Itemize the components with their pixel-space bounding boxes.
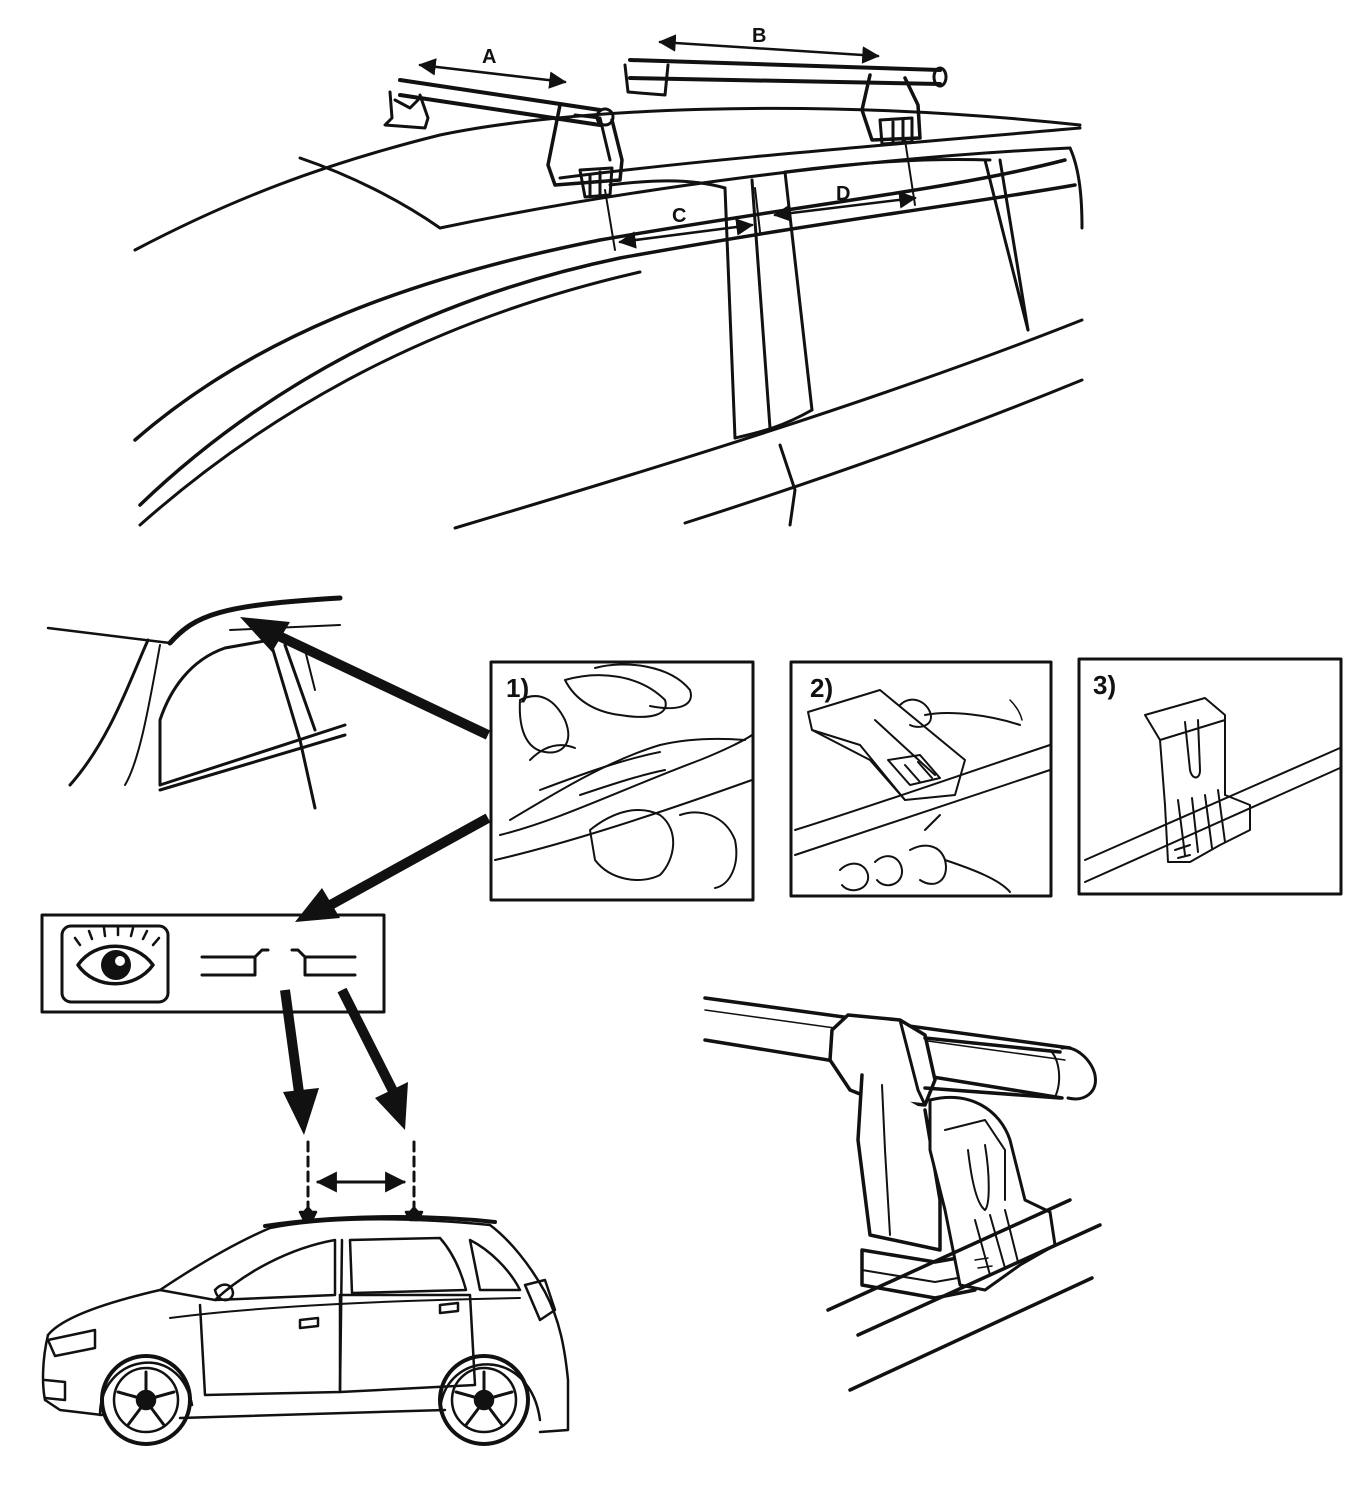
arrow-to-gutter <box>259 623 491 740</box>
step-3-panel <box>1077 657 1343 896</box>
step-1-label: 1) <box>506 673 529 703</box>
step-1-panel <box>489 660 755 902</box>
arrow-to-inspect-box <box>322 813 491 913</box>
arrow-rear-foot <box>337 987 400 1098</box>
roof-overview-illustration <box>133 34 1084 530</box>
dimension-label-b: B <box>752 25 766 47</box>
eye-icon <box>60 924 170 1004</box>
dimension-label-a: A <box>482 46 496 68</box>
foot-spacing-indicator <box>300 1140 422 1217</box>
profile-gap-icon <box>200 948 357 977</box>
step-3-label: 3) <box>1093 670 1116 700</box>
roof-bar-foot-closeup <box>703 996 1102 1392</box>
step-2-label: 2) <box>810 673 833 703</box>
inspect-gap-panel <box>40 913 386 1014</box>
door-frame-sketch <box>46 595 347 810</box>
arrow-front-foot <box>280 989 305 1101</box>
dimension-label-c: C <box>672 205 686 227</box>
step-2-panel <box>789 660 1053 898</box>
dimension-label-d: D <box>836 183 850 205</box>
hatchback-side-view <box>41 1210 570 1446</box>
